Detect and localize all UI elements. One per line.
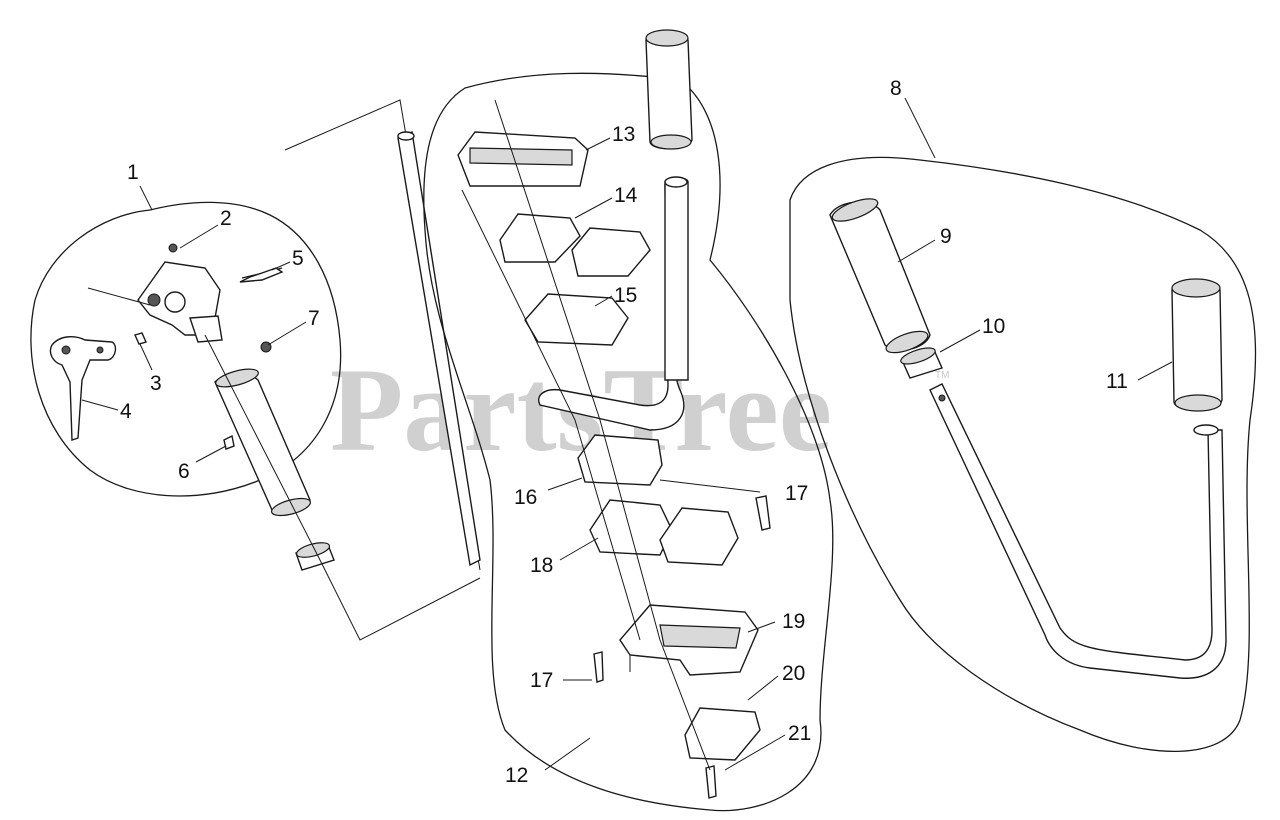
lever-hole [96,346,104,354]
grip-top-cap [215,368,259,388]
upper-grip-cap [645,29,689,47]
callout-leaders [81,97,1173,771]
callout-16: 16 [514,486,537,509]
callout-2: 2 [220,207,232,230]
upper-grip [645,31,693,150]
upper-tube-end [664,176,688,188]
watermark-tm: TM [935,370,949,381]
loop-tube-end [1193,424,1219,436]
screw-17-lower [593,651,604,683]
part-6-screw [223,434,235,450]
callout-3: 3 [150,372,162,395]
upper-tube [664,176,689,381]
housing-knob [164,291,186,313]
grip-9-ring [885,330,929,354]
leader-8 [904,97,936,159]
callout-14: 14 [614,184,638,207]
collar-10-top [900,347,936,365]
grip-11-ring [1174,394,1222,412]
callout-15: 15 [614,284,637,307]
callout-9: 9 [940,225,952,248]
callout-21: 21 [788,722,811,745]
group-12-handle-bracket [423,29,834,812]
grip-9-cap [831,198,879,222]
group-12-outline [423,72,834,812]
screw-17-upper [755,495,771,531]
callout-4: 4 [120,400,132,423]
shaft-cap [397,131,415,141]
loop-tube [929,383,1227,679]
callout-10: 10 [982,315,1005,338]
leader-15 [594,295,613,307]
part-3-clip [134,332,147,345]
callout-labels: 1 2 3 4 5 6 7 8 9 10 11 12 13 14 15 16 1… [120,77,1128,787]
leader-14 [574,197,613,219]
leader-3 [139,343,153,371]
clamp-15 [524,293,629,346]
insert-18-left [589,499,673,556]
leader-7 [267,321,307,346]
leader-16 [547,477,583,491]
callout-13: 13 [612,123,635,146]
part-5-spring-body [239,267,284,283]
bracket-line-left [284,99,481,571]
insert-14-right [571,227,651,277]
callout-8: 8 [890,77,902,100]
group-8-loop-handle [789,156,1257,752]
leader-11 [1137,361,1173,381]
insert-18-right [659,507,739,566]
callout-18: 18 [530,554,553,577]
loop-tube-hole [938,394,946,402]
bracket-20 [684,707,761,761]
assembly-axis-left [461,189,641,641]
callout-6: 6 [178,460,190,483]
leader-5 [271,261,291,271]
callout-12: 12 [505,764,528,787]
callout-19: 19 [782,610,805,633]
leader-20 [747,675,779,701]
leader-1 [139,185,153,211]
group-1-throttle-assembly [30,99,481,641]
assembly-line-left [204,334,481,641]
leader-13 [585,137,611,151]
block-16 [577,434,663,486]
grip-11-cap [1171,278,1221,298]
screw-21 [705,765,717,799]
clamp-cap-13-top [469,147,573,166]
callout-1: 1 [127,161,139,184]
leader-18 [559,537,599,561]
upper-grip-ring [650,134,692,150]
leader-6 [195,445,227,463]
leader-10 [939,329,981,353]
callout-17-lower: 17 [530,669,553,692]
callout-11: 11 [1106,370,1128,393]
lever-pivot [61,345,71,355]
part-7-nut [260,341,272,353]
grip-9 [829,201,931,351]
housing-boss [189,315,223,343]
leader-21 [724,734,786,771]
base-19-cavity [659,624,741,649]
housing-screw [147,293,161,307]
leader-12 [544,737,591,771]
screw-17-leader [659,479,761,493]
leader-4 [81,399,119,411]
callout-17-upper: 17 [785,482,808,505]
group-8-outline [789,156,1257,752]
leader-2 [179,224,219,249]
throttle-lever [49,336,117,441]
leader-9 [897,239,936,263]
callout-7: 7 [308,307,320,330]
grip-11 [1171,279,1223,411]
callout-5: 5 [292,247,304,270]
callout-20: 20 [782,662,805,685]
part-2-nut [168,243,178,253]
group-1-outline [30,201,342,497]
leader-19 [747,621,776,633]
leader-4-housing [87,287,151,306]
assembly-axis-center [494,99,711,771]
